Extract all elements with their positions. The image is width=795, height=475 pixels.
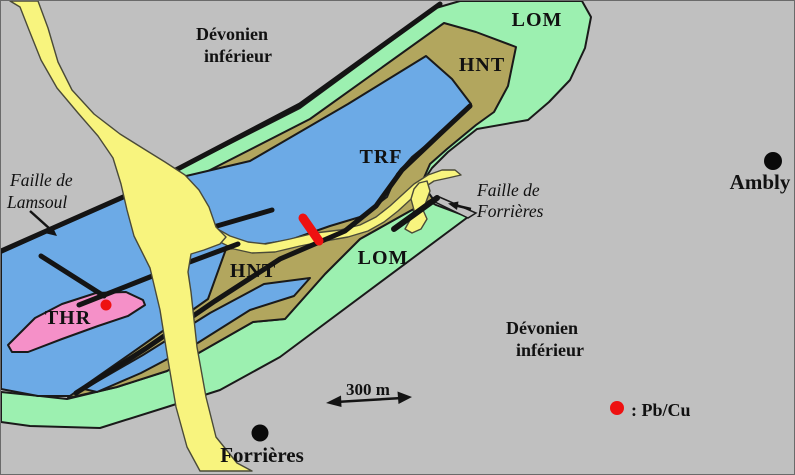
red-vein-segment xyxy=(298,213,324,246)
river-alluvium-band xyxy=(9,0,253,472)
scale-arrowhead-right-icon xyxy=(397,391,412,404)
scale-bar-arrow xyxy=(326,391,412,407)
hnt-north-label: HNT xyxy=(459,54,505,76)
devonien-bottom-label-line1: Dévonien xyxy=(506,318,578,338)
pbcu-occurrence-dot xyxy=(100,299,112,311)
lamsoul-arrow xyxy=(29,210,57,236)
forrieres-town-label: Forrières xyxy=(220,443,304,467)
thr-axial-branch-line xyxy=(38,253,107,299)
lom-north-label: LOM xyxy=(512,9,563,31)
ambly-town-dot xyxy=(764,152,782,170)
devonien-bottom-label-line2: inférieur xyxy=(516,340,584,360)
lom-south-label: LOM xyxy=(358,247,409,269)
scale-bar-label: 300 m xyxy=(346,380,390,399)
devonien-top-label-line1: Dévonien xyxy=(196,24,268,44)
faille-forrieres-label-line2: Forrières xyxy=(476,201,544,221)
faille-de-forrieres-line xyxy=(391,195,440,232)
trf-label: TRF xyxy=(360,146,403,168)
thr-label: THR xyxy=(45,307,91,329)
ambly-town-label: Ambly xyxy=(730,170,791,194)
forrieres-arrowhead-icon xyxy=(448,201,459,210)
hnt-middle-label: HNT xyxy=(230,260,276,282)
faille-forrieres-label-line1: Faille de xyxy=(476,180,540,200)
faille-lamsoul-label-line1: Faille de xyxy=(9,170,73,190)
faille-lamsoul-label-line2: Lamsoul xyxy=(6,192,67,212)
legend-pbcu-label: : Pb/Cu xyxy=(631,400,691,420)
legend-pbcu-dot xyxy=(610,401,624,415)
forrieres-arrow xyxy=(448,201,472,211)
lamsoul-arrowhead-icon xyxy=(46,226,57,236)
devonien-top-label-line2: inférieur xyxy=(204,46,272,66)
faille-de-lamsoul-line xyxy=(0,1,443,254)
forrieres-town-dot xyxy=(251,424,269,442)
scale-arrowhead-left-icon xyxy=(326,395,342,407)
